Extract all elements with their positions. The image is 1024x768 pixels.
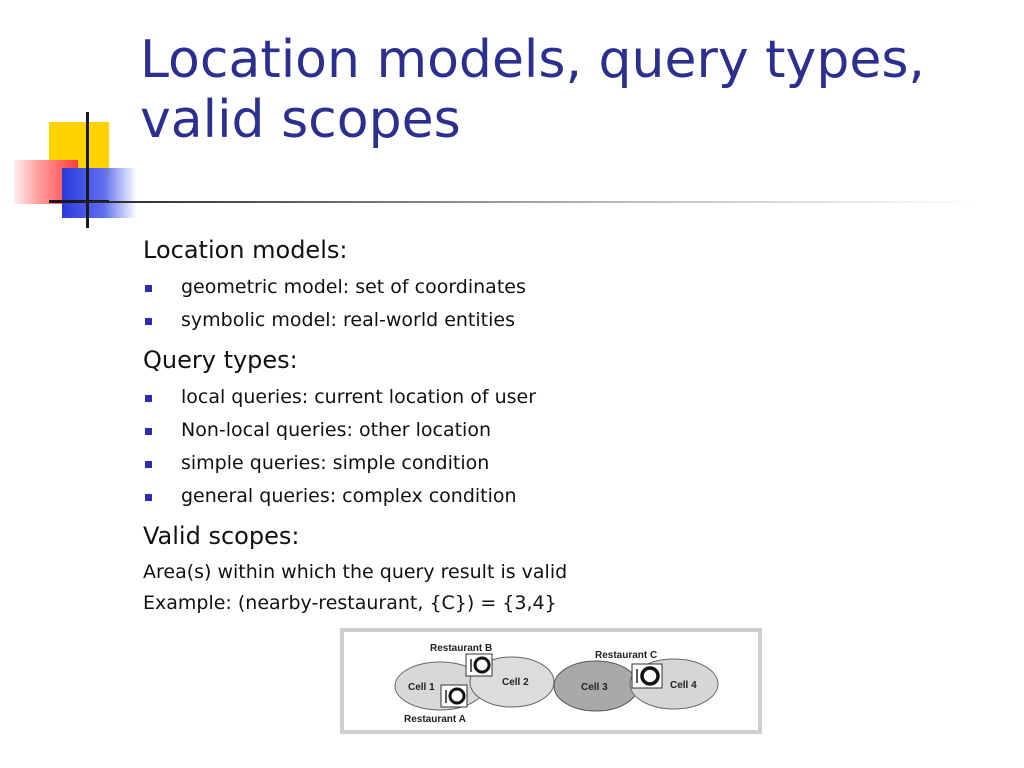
list-item: Non-local queries: other location [143,414,983,447]
cell-3-label: Cell 3 [581,682,608,693]
list-item: geometric model: set of coordinates [143,271,983,304]
decor-blue-block [62,168,137,218]
cell-2-label: Cell 2 [502,677,529,688]
restaurant-b-label: Restaurant B [430,643,492,654]
restaurant-b-icon [465,653,493,677]
decor-vertical-line [86,112,89,228]
square-bullet-icon [145,428,152,435]
square-bullet-icon [145,494,152,501]
heading-valid-scopes: Valid scopes: [143,522,300,550]
list-item-text: general queries: complex condition [181,485,517,507]
title-underline [78,201,978,203]
restaurant-a-icon [440,684,468,708]
restaurant-c-label: Restaurant C [595,650,657,661]
cell-4-label: Cell 4 [670,680,697,691]
slide-title: Location models, query types, valid scop… [140,30,1000,150]
list-item: general queries: complex condition [143,480,983,513]
square-bullet-icon [145,318,152,325]
list-item-text: Non-local queries: other location [181,419,492,441]
list-item-text: local queries: current location of user [181,386,537,408]
slide-title-line-1: Location models, query types, [140,30,925,90]
square-bullet-icon [145,461,152,468]
restaurant-c-icon [631,663,663,689]
square-bullet-icon [145,285,152,292]
heading-query-types: Query types: [143,346,298,374]
valid-scopes-definition: Area(s) within which the query result is… [143,561,568,583]
list-item: symbolic model: real-world entities [143,304,983,337]
cells-restaurants-figure: Cell 1 Cell 2 Cell 3 Cell 4 Restaurant B… [340,628,762,734]
list-item-text: symbolic model: real-world entities [181,309,515,331]
list-item-text: geometric model: set of coordinates [181,276,526,298]
cells-diagram: Cell 1 Cell 2 Cell 3 Cell 4 Restaurant B… [394,643,719,725]
heading-location-models: Location models: [143,236,348,264]
square-bullet-icon [145,395,152,402]
list-item: simple queries: simple condition [143,447,983,480]
list-item-text: simple queries: simple condition [181,452,490,474]
list-location-models: geometric model: set of coordinates symb… [143,271,983,337]
list-item: local queries: current location of user [143,381,983,414]
slide-body: Location models: geometric model: set of… [143,233,983,619]
restaurant-a-label: Restaurant A [404,714,466,725]
valid-scopes-example: Example: (nearby-restaurant, {C}) = {3,4… [143,592,557,614]
list-query-types: local queries: current location of user … [143,381,983,513]
cell-1-label: Cell 1 [408,682,435,693]
slide-title-line-2: valid scopes [140,90,461,150]
